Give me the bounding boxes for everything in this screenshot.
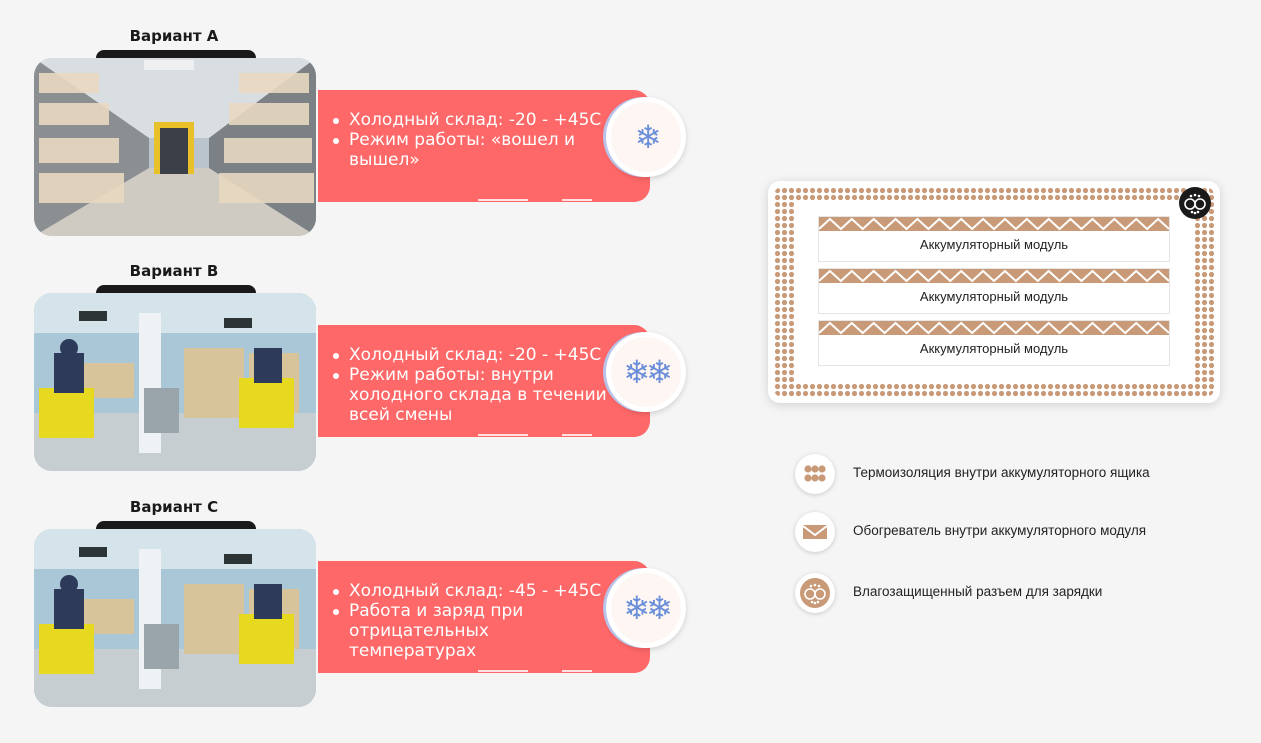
bullet-mode: Режим работы: «вошел и вышел» <box>332 130 612 170</box>
bullet-mode: Режим работы: внутри холодного склада в … <box>332 365 612 425</box>
heater-zigzag <box>819 321 1169 335</box>
single-snowflake-icon: ❄ <box>611 102 681 172</box>
battery-module: Аккумуляторный модуль <box>818 216 1170 262</box>
bullet-mode: Работа и заряд при отрицательных темпера… <box>332 601 612 661</box>
heater-zigzag <box>819 217 1169 231</box>
variant-title: Вариант В <box>129 262 219 280</box>
battery-box-diagram: Аккумуляторный модуль Аккумуляторный мод… <box>768 181 1220 403</box>
variant-info-panel: Холодный склад: -20 - +45С Режим работы:… <box>318 90 650 202</box>
legend-label: Влагозащищенный разъем для зарядки <box>853 584 1103 599</box>
variant-info-panel: Холодный склад: -20 - +45С Режим работы:… <box>318 325 650 437</box>
variant-temperature-badge: ❄ <box>606 97 686 177</box>
module-label: Аккумуляторный модуль <box>919 237 1069 252</box>
variant-info-panel: Холодный склад: -45 - +45С Работа и заря… <box>318 561 650 673</box>
battery-module: Аккумуляторный модуль <box>818 268 1170 314</box>
forklift-cold-store-image <box>34 529 316 707</box>
heater-zigzag-icon <box>795 512 835 552</box>
variant-bullets: Холодный склад: -45 - +45С Работа и заря… <box>318 561 650 661</box>
warehouse-aisle-image <box>34 58 316 236</box>
forklift-cold-store-image <box>34 293 316 471</box>
double-snowflake-icon: ❄❄ <box>611 337 681 407</box>
legend-label: Обогреватель внутри аккумуляторного моду… <box>853 523 1147 538</box>
variant-title: Вариант А <box>129 27 219 45</box>
bullet-temperature: Холодный склад: -20 - +45С <box>332 345 612 365</box>
module-label: Аккумуляторный модуль <box>919 341 1069 356</box>
variant-temperature-badge: ❄❄ <box>606 568 686 648</box>
variant-b-card: Вариант В Холодный склад: -20 - +45С Реж… <box>34 262 694 472</box>
legend-label: Термоизоляция внутри аккумуляторного ящи… <box>853 465 1150 480</box>
insulation-dots-icon <box>795 454 835 494</box>
variant-c-card: Вариант С Холодный склад: -45 - +45С Раб… <box>34 498 694 708</box>
heater-zigzag <box>819 269 1169 283</box>
info-panel-underline <box>318 670 608 673</box>
charging-connector-icon <box>1179 187 1211 219</box>
module-label: Аккумуляторный модуль <box>919 289 1069 304</box>
info-panel-underline <box>318 199 608 202</box>
variant-temperature-badge: ❄❄ <box>606 332 686 412</box>
double-snowflake-icon: ❄❄ <box>611 573 681 643</box>
info-panel-underline <box>318 434 608 437</box>
variant-bullets: Холодный склад: -20 - +45С Режим работы:… <box>318 325 650 425</box>
variant-bullets: Холодный склад: -20 - +45С Режим работы:… <box>318 90 650 170</box>
charging-connector-icon <box>795 573 835 613</box>
variant-a-card: Вариант А Холодный склад: -20 - +45С Реж… <box>34 27 694 237</box>
battery-module: Аккумуляторный модуль <box>818 320 1170 366</box>
bullet-temperature: Холодный склад: -20 - +45С <box>332 110 612 130</box>
variant-title: Вариант С <box>129 498 219 516</box>
bullet-temperature: Холодный склад: -45 - +45С <box>332 581 612 601</box>
